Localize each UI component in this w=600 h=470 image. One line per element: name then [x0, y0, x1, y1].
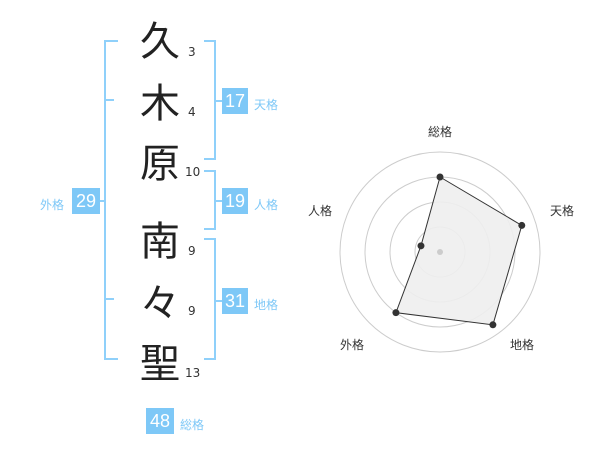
stroke-count-4: 9	[188, 244, 196, 258]
radar-point-2	[518, 221, 526, 229]
gaikaku-bracket-bottom	[104, 358, 118, 360]
stroke-count-5: 9	[188, 304, 196, 318]
jinkaku-label: 人格	[254, 198, 279, 212]
name-char-6: 聖	[140, 341, 180, 387]
radar-point-5	[417, 242, 425, 250]
gaikaku-label: 外格	[40, 198, 65, 212]
radar-points	[392, 173, 526, 329]
stroke-count-3: 10	[185, 165, 201, 179]
jinkaku-bracket-top	[204, 170, 216, 172]
stroke-count-1: 3	[188, 45, 196, 59]
radar-label-tenkaku: 天格	[550, 204, 575, 218]
radar-point-3	[489, 321, 497, 329]
name-char-2: 木	[140, 81, 180, 127]
jinkaku-bracket-bottom	[204, 228, 216, 230]
tenkaku-badge: 17	[222, 88, 248, 114]
radar-label-gaikaku: 外格	[340, 338, 365, 352]
jinkaku-connector	[214, 200, 222, 202]
jinkaku-badge: 19	[222, 188, 248, 214]
tenkaku-connector	[214, 100, 222, 102]
name-char-1: 久	[140, 19, 180, 65]
stroke-count-6: 13	[185, 366, 201, 380]
gaikaku-connector	[98, 200, 106, 202]
chikaku-bracket-vertical	[214, 238, 216, 360]
chikaku-badge: 31	[222, 288, 248, 314]
radar-label-soukaku: 総格	[428, 125, 453, 139]
name-char-4: 南	[140, 219, 180, 265]
radar-point-1	[436, 173, 444, 181]
radar-grid-ring	[339, 151, 541, 353]
name-char-5: 々	[140, 281, 180, 327]
chikaku-connector	[214, 300, 222, 302]
chikaku-label: 地格	[254, 298, 279, 312]
tenkaku-label: 天格	[254, 98, 279, 112]
gaikaku-badge: 29	[72, 188, 100, 214]
chikaku-bracket-top	[204, 238, 216, 240]
gaikaku-bracket-tick-1	[104, 99, 114, 101]
stroke-count-2: 4	[188, 105, 196, 119]
tenkaku-bracket-bottom	[204, 158, 216, 160]
soukaku-label: 総格	[180, 418, 205, 432]
tenkaku-bracket-top	[204, 40, 216, 42]
radar-label-chikaku: 地格	[510, 338, 535, 352]
soukaku-badge: 48	[146, 408, 174, 434]
chikaku-bracket-bottom	[204, 358, 216, 360]
gaikaku-bracket-top	[104, 40, 118, 42]
radar-polygon	[395, 176, 523, 326]
name-char-3: 原	[140, 141, 180, 187]
radar-point-4	[392, 309, 400, 317]
radar-center	[437, 249, 443, 255]
radar-label-jinkaku: 人格	[308, 204, 333, 218]
gaikaku-bracket-tick-2	[104, 298, 114, 300]
